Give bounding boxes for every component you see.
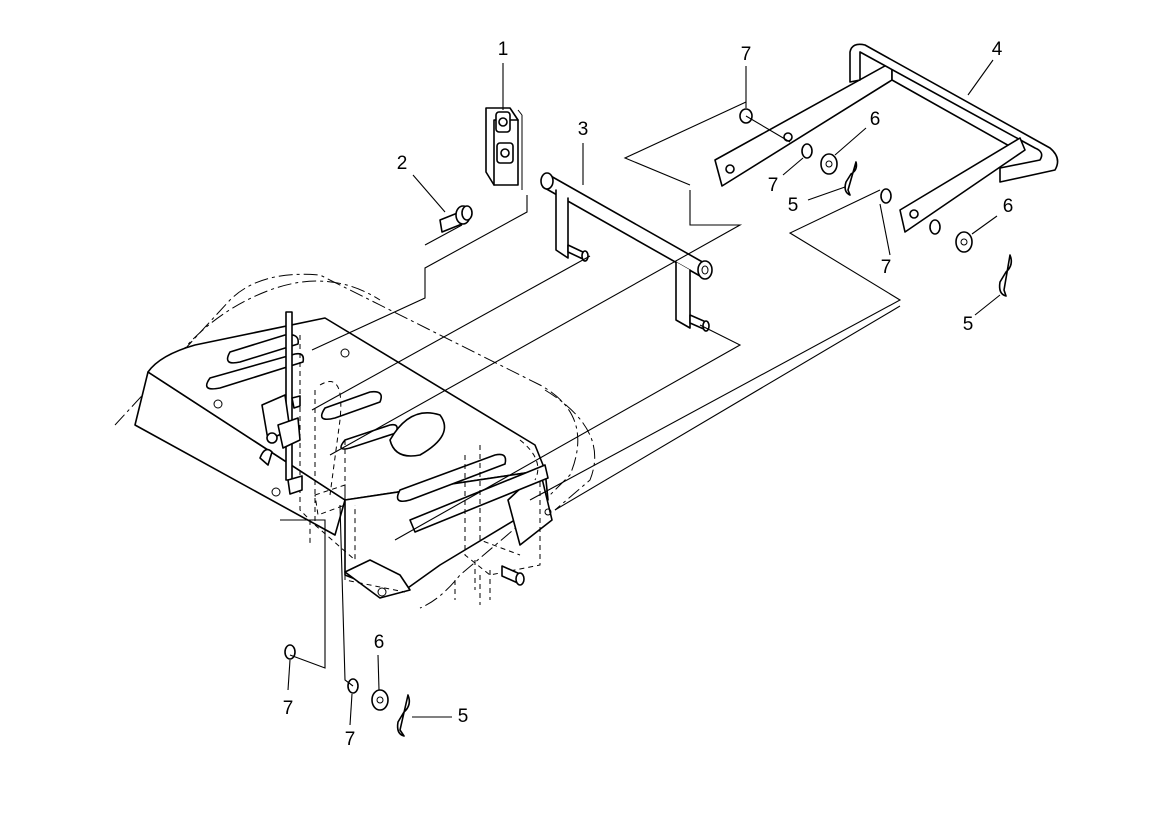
callout-5-c: 5 <box>458 706 469 727</box>
callout-labels: 1 2 3 4 5 5 5 6 6 6 7 7 7 7 7 <box>283 39 1014 750</box>
flat-washer-6-c <box>371 689 389 711</box>
chassis-frame <box>134 311 553 605</box>
hairpin-clip-5-c <box>396 694 411 737</box>
part-2-bolt <box>439 205 473 233</box>
callout-6-a: 6 <box>870 109 881 130</box>
part-3-cross-shaft <box>540 172 713 332</box>
callout-7-e: 7 <box>345 729 356 750</box>
washer-7-b <box>801 143 813 159</box>
hairpin-clip-5-a <box>844 161 858 196</box>
callout-5-a: 5 <box>788 195 799 216</box>
flat-washer-6-a <box>820 153 838 175</box>
callout-3: 3 <box>578 119 589 140</box>
callout-2: 2 <box>397 153 408 174</box>
callout-7-a: 7 <box>741 44 752 65</box>
callout-1: 1 <box>498 39 509 60</box>
callout-6-c: 6 <box>374 632 385 653</box>
hairpin-clip-5-b <box>998 254 1013 297</box>
washer-7-e <box>284 644 296 660</box>
chassis-phantom-outline <box>114 273 596 609</box>
callout-5-b: 5 <box>963 314 974 335</box>
callout-4: 4 <box>992 39 1003 60</box>
washer-7-c <box>880 188 892 204</box>
washer-7-d <box>929 219 941 235</box>
callout-7-d: 7 <box>283 698 294 719</box>
part-4-bail-handle <box>714 43 1059 233</box>
flat-washer-6-b <box>955 231 973 253</box>
assembly-lines <box>280 59 1001 726</box>
callout-7-b: 7 <box>768 175 779 196</box>
part-1-switch-bracket <box>485 107 523 190</box>
callout-6-b: 6 <box>1003 196 1014 217</box>
callout-7-c: 7 <box>881 257 892 278</box>
